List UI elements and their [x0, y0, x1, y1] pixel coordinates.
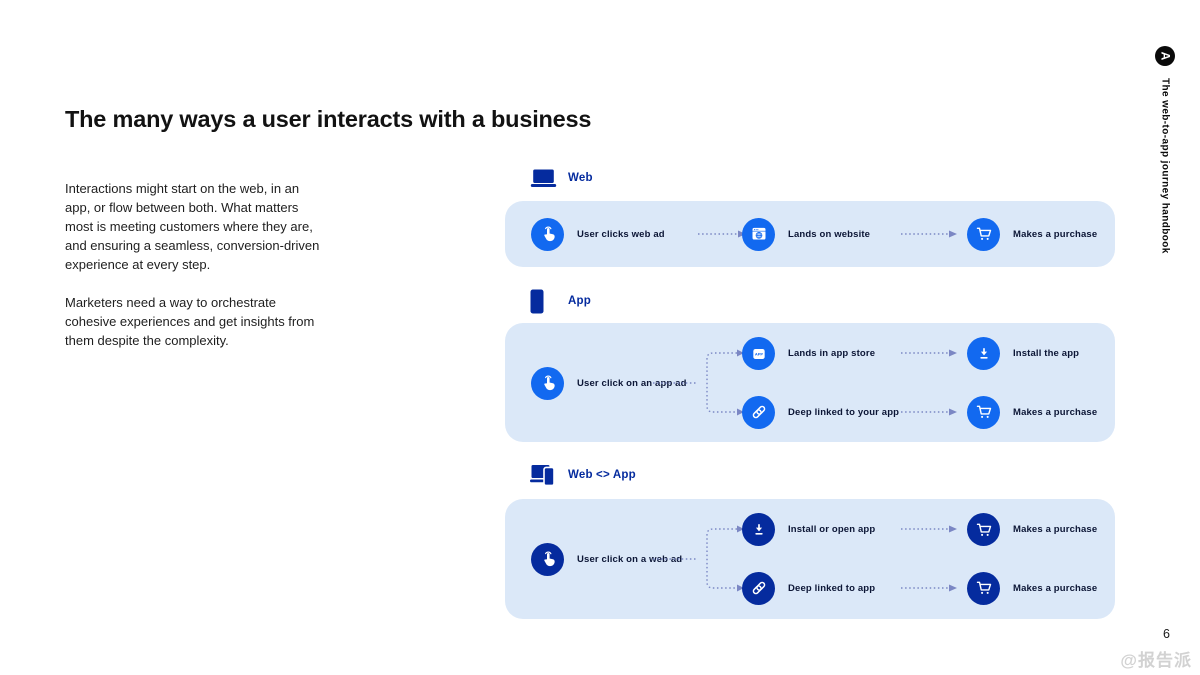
- web-flow-panel: User clicks web ad Lands on website: [505, 201, 1115, 267]
- page-number: 6: [1163, 627, 1170, 641]
- flow-node-label: Makes a purchase: [1013, 228, 1098, 240]
- dotted-arrow-icon: [901, 525, 957, 533]
- pointer-click-icon: [531, 366, 564, 400]
- section-label: Web: [568, 172, 593, 184]
- flow-node-label: Lands on website: [788, 228, 871, 240]
- flow-node: User clicks web ad: [531, 217, 665, 251]
- download-icon: [742, 513, 775, 546]
- section-label: App: [568, 295, 591, 307]
- section-header-web-app: Web <> App: [530, 461, 636, 489]
- flow-node: Lands on website: [742, 217, 871, 251]
- pointer-click-icon: [531, 217, 564, 251]
- dotted-arrow-icon: [901, 408, 957, 416]
- app-store-icon: APP: [742, 337, 775, 370]
- flow-node-label: User click on a web ad: [577, 553, 683, 565]
- branch-connector-icon: [653, 525, 744, 592]
- section-label: Web <> App: [568, 469, 636, 481]
- flow-node: Makes a purchase: [967, 513, 1097, 546]
- cart-icon: [967, 513, 1000, 546]
- phone-icon: [530, 287, 562, 315]
- flow-node: Makes a purchase: [967, 571, 1098, 605]
- dotted-arrow-icon: [901, 584, 957, 592]
- flow-node-label: User clicks web ad: [577, 228, 665, 240]
- flow-node-label: Deep linked to your app: [788, 406, 900, 418]
- branch-connector-icon: [653, 349, 744, 416]
- flow-node-label: Install the app: [1013, 348, 1080, 359]
- flow-node-label: Deep linked to app: [788, 582, 876, 594]
- flow-node: User click on an app ad: [531, 366, 687, 400]
- dotted-arrow-icon: [901, 349, 957, 357]
- cart-icon: [967, 571, 1000, 605]
- flow-node-label: Makes a purchase: [1013, 524, 1098, 535]
- web-app-flow-panel: User click on a web ad Install or open a…: [505, 499, 1115, 619]
- flow-node: Deep linked to your app: [742, 395, 900, 429]
- side-tab-title: The web-to-app journey handbook: [1159, 78, 1171, 254]
- dotted-arrow-icon: [698, 230, 746, 238]
- page-title: The many ways a user interacts with a bu…: [65, 106, 592, 132]
- section-header-app: App: [530, 287, 591, 315]
- flow-node: Install or open app: [742, 513, 875, 546]
- cart-icon: [967, 395, 1000, 429]
- cart-icon: [967, 217, 1000, 251]
- flow-node: APP Lands in app store: [742, 337, 875, 370]
- flow-node-label: Makes a purchase: [1013, 406, 1098, 418]
- intro-paragraph: Interactions might start on the web, in …: [65, 181, 320, 272]
- flow-node-label: Lands in app store: [788, 348, 876, 359]
- side-tab: A The web-to-app journey handbook: [1152, 46, 1178, 254]
- flow-node-label: User click on an app ad: [577, 377, 687, 389]
- laptop-icon: [530, 164, 562, 192]
- laptop-phone-icon: [530, 461, 562, 489]
- brand-logo-glyph: A: [1157, 51, 1172, 61]
- flow-node-label: Makes a purchase: [1013, 582, 1098, 594]
- flow-node: Makes a purchase: [967, 217, 1098, 251]
- brand-logo-icon: A: [1155, 46, 1175, 66]
- flow-node: User click on a web ad: [531, 542, 683, 576]
- download-icon: [967, 337, 1000, 370]
- watermark: @报告派: [1120, 651, 1192, 670]
- dotted-arrow-icon: [901, 230, 957, 238]
- deep-link-icon: [742, 571, 775, 605]
- flow-node: Makes a purchase: [967, 395, 1098, 429]
- intro-text: Interactions might start on the web, in …: [65, 179, 325, 369]
- svg-text:APP: APP: [754, 351, 763, 356]
- app-flow-panel: User click on an app ad APP Lands in app…: [505, 323, 1115, 442]
- pointer-click-icon: [531, 542, 564, 576]
- flow-node-label: Install or open app: [788, 524, 876, 535]
- flow-node: Deep linked to app: [742, 571, 876, 605]
- flow-node: Install the app: [967, 337, 1079, 370]
- deep-link-icon: [742, 395, 775, 429]
- section-header-web: Web: [530, 164, 593, 192]
- intro-paragraph: Marketers need a way to orchestrate cohe…: [65, 295, 315, 348]
- browser-globe-icon: [742, 217, 775, 251]
